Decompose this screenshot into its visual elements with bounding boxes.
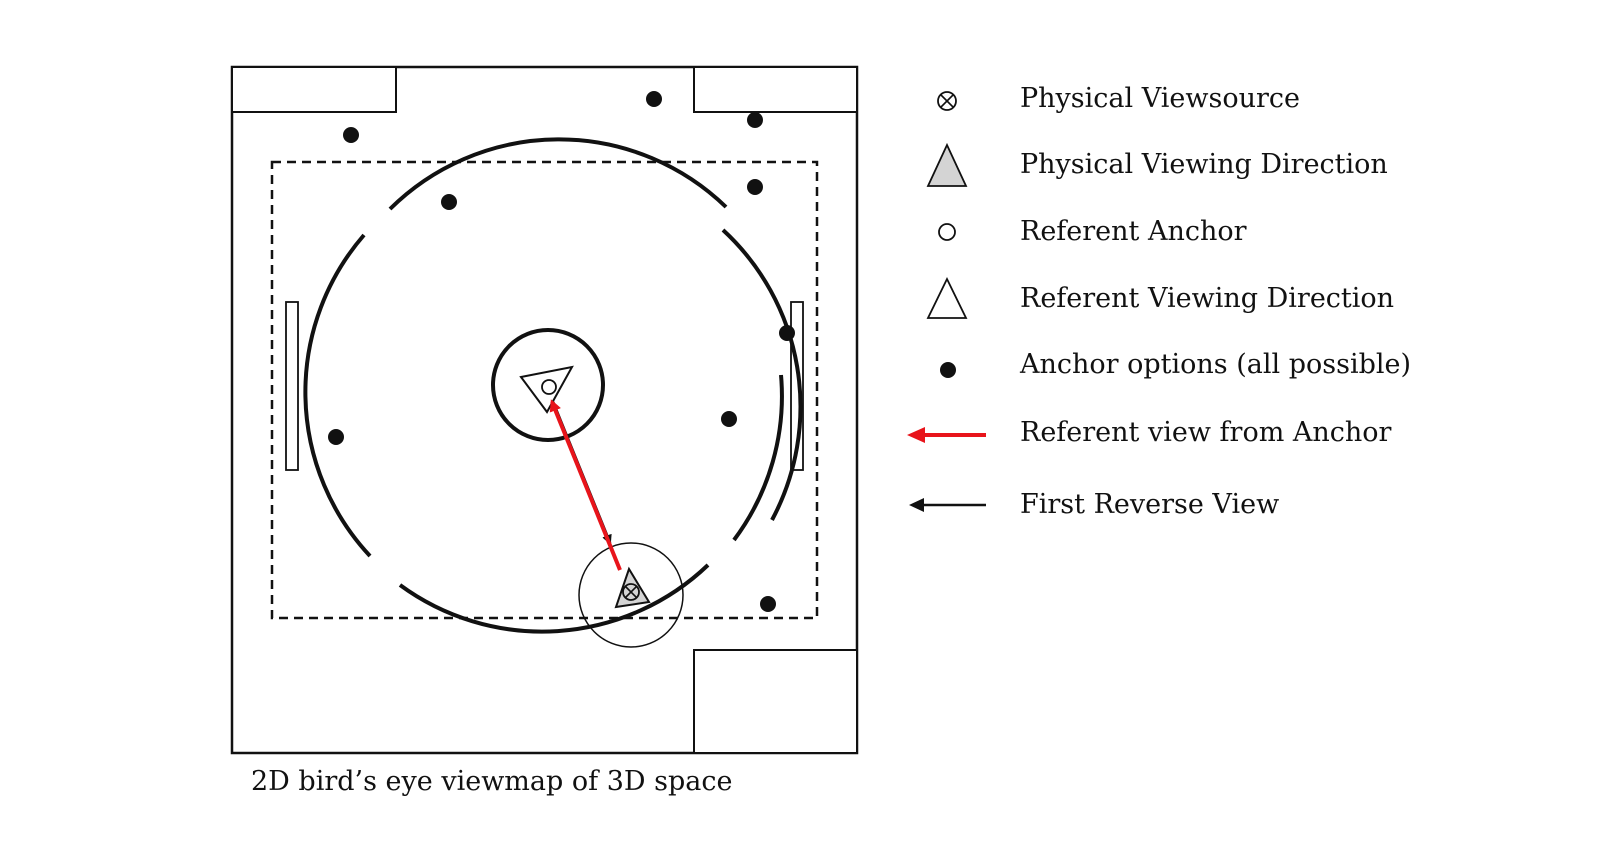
open-circle-icon [938,223,956,241]
map-caption: 2D bird’s eye viewmap of 3D space [251,766,732,797]
legend-label: Physical Viewsource [1020,83,1300,114]
top-left-block [231,66,397,113]
anchor-dot [441,194,457,210]
room-outline [230,65,859,755]
legend-item-physical-viewing-direction: Physical Viewing Direction [926,142,1388,187]
legend-item-anchor-options: Anchor options (all possible) [940,349,1411,380]
legend-label: Physical Viewing Direction [1020,149,1388,180]
circled-x-icon [937,91,957,111]
legend-label: Referent Anchor [1020,216,1247,247]
referent-anchor-marker [541,379,557,395]
legend-item-physical-viewsource: Physical Viewsource [937,83,1300,114]
legend-item-referent-anchor: Referent Anchor [938,216,1247,247]
legend-label: Referent view from Anchor [1020,417,1392,448]
legend-label: Referent Viewing Direction [1020,283,1394,314]
anchor-dot [328,429,344,445]
anchor-dot [343,127,359,143]
white-triangle-icon [926,276,968,319]
physical-viewing-direction-triangle [614,566,651,609]
viewsource-zone-circle [578,542,684,648]
legend-item-referent-viewing-direction: Referent Viewing Direction [926,276,1394,319]
anchor-dot [646,91,662,107]
top-right-block [693,66,858,113]
referent-view-arrow [549,399,622,571]
referent-zone-circle [491,328,605,442]
bottom-right-block [693,649,858,754]
red-arrow-icon [907,427,986,443]
anchor-dots [328,91,795,612]
black-arrow-icon [909,498,986,512]
legend-label: Anchor options (all possible) [1019,349,1411,380]
left-panel [285,301,299,471]
legend-item-first-reverse-view: First Reverse View [909,489,1279,520]
anchor-dot [779,325,795,341]
anchor-dot [721,411,737,427]
anchor-dot [760,596,776,612]
room-map [230,65,859,755]
anchor-dot [747,179,763,195]
legend-label: First Reverse View [1020,489,1279,520]
dashed-region [270,160,819,620]
anchor-dot [747,112,763,128]
legend-item-referent-view: Referent view from Anchor [907,417,1392,448]
outer-broken-circle [303,137,803,634]
filled-dot-icon [940,362,956,378]
legend: Physical Viewsource Physical Viewing Dir… [907,83,1411,520]
gray-triangle-icon [926,142,968,187]
physical-viewsource-marker [622,583,640,601]
